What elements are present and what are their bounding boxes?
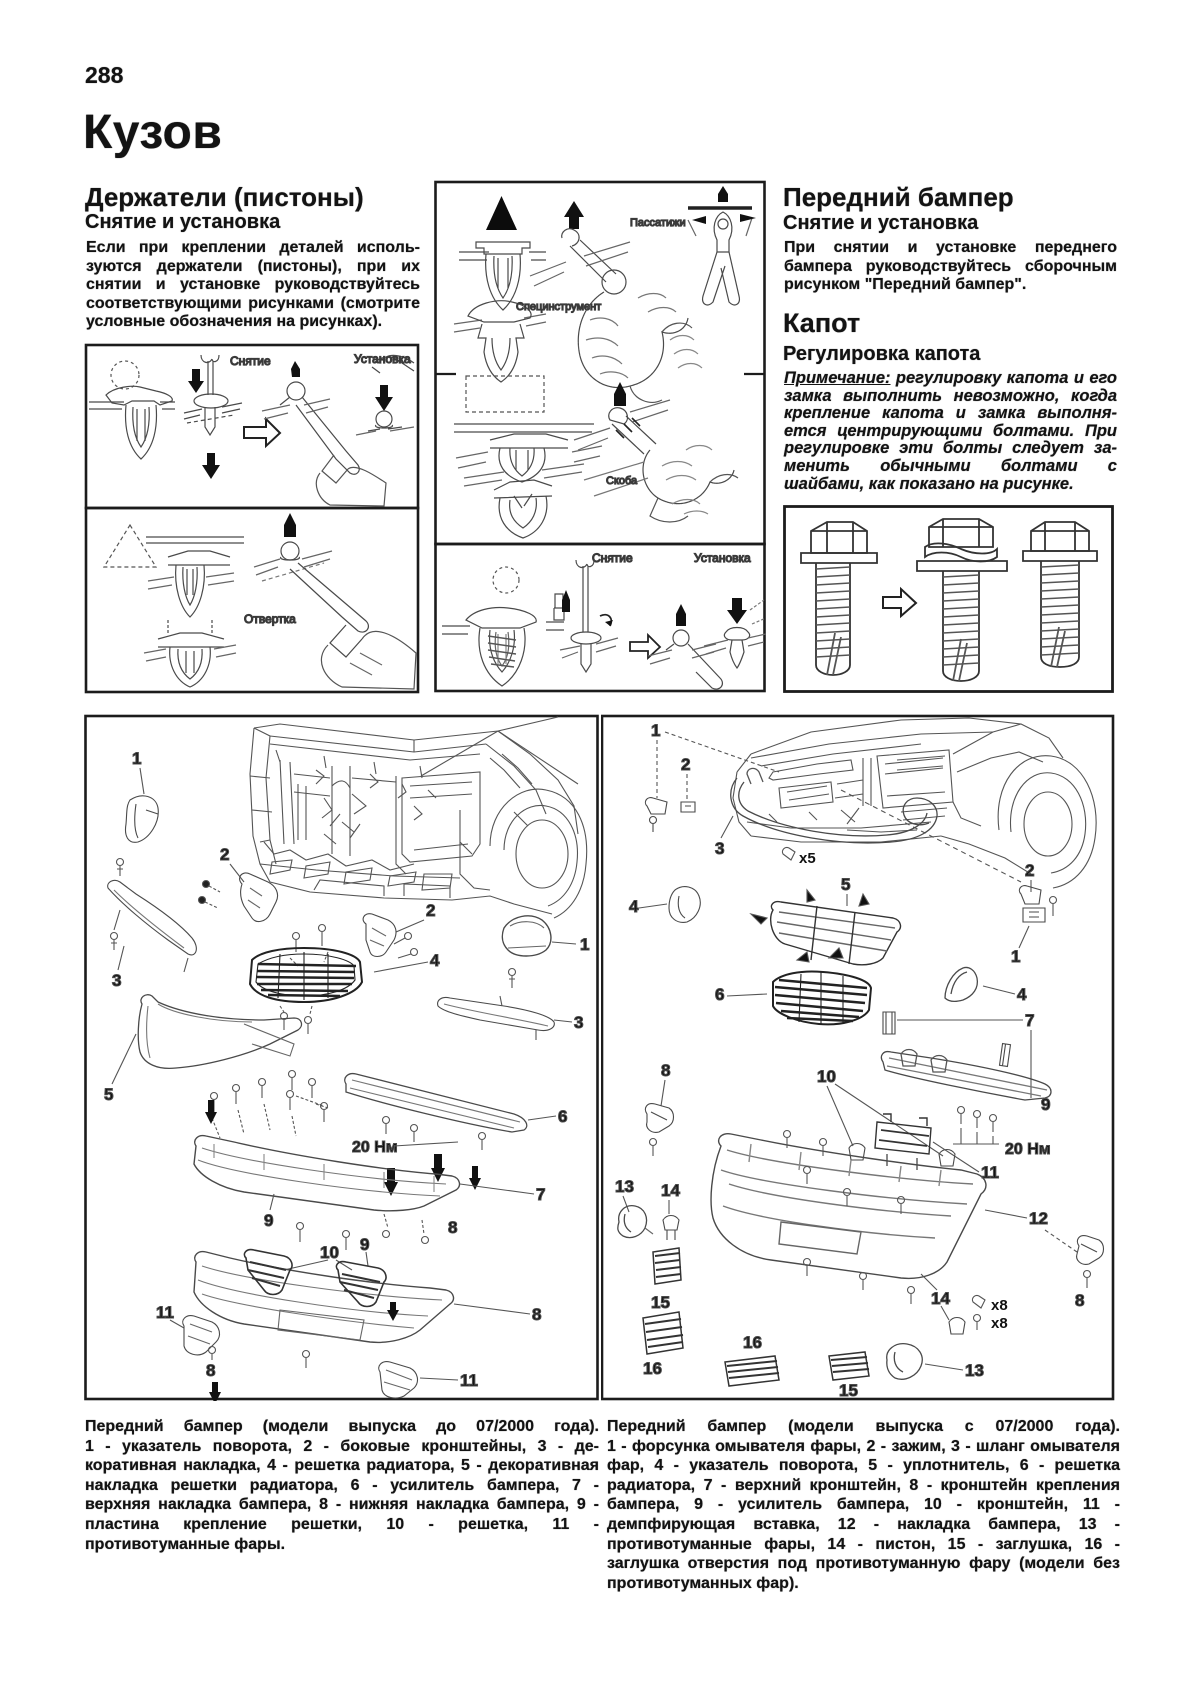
svg-text:Установка: Установка [354, 352, 411, 366]
svg-text:6: 6 [715, 985, 724, 1004]
svg-text:6: 6 [558, 1107, 567, 1126]
svg-text:Установка: Установка [694, 551, 751, 565]
svg-text:8: 8 [206, 1361, 215, 1380]
svg-text:5: 5 [841, 875, 850, 894]
svg-text:15: 15 [839, 1381, 858, 1400]
svg-text:8: 8 [661, 1061, 670, 1080]
svg-text:Отвертка: Отвертка [244, 612, 296, 626]
svg-text:Пассатижи: Пассатижи [630, 217, 686, 229]
svg-text:16: 16 [643, 1359, 662, 1378]
svg-text:4: 4 [629, 897, 639, 916]
svg-text:20 Нм: 20 Нм [352, 1139, 398, 1156]
svg-text:7: 7 [536, 1185, 545, 1204]
svg-text:1: 1 [580, 935, 589, 954]
svg-text:9: 9 [264, 1211, 273, 1230]
svg-text:2: 2 [681, 755, 690, 774]
svg-text:Специнструмент: Специнструмент [516, 301, 601, 313]
svg-text:8: 8 [448, 1218, 457, 1237]
svg-text:х8: х8 [991, 1297, 1008, 1314]
svg-text:4: 4 [1017, 985, 1027, 1004]
svg-text:х8: х8 [991, 1315, 1008, 1332]
svg-text:14: 14 [661, 1181, 680, 1200]
svg-text:10: 10 [320, 1243, 339, 1262]
svg-text:16: 16 [743, 1333, 762, 1352]
svg-text:1: 1 [1011, 947, 1020, 966]
svg-text:8: 8 [1075, 1291, 1084, 1310]
svg-text:3: 3 [715, 839, 724, 858]
svg-text:Снятие: Снятие [230, 354, 271, 368]
svg-text:9: 9 [360, 1235, 369, 1254]
svg-text:11: 11 [981, 1163, 999, 1182]
svg-text:13: 13 [615, 1177, 634, 1196]
svg-text:3: 3 [112, 971, 121, 990]
svg-text:10: 10 [817, 1067, 836, 1086]
svg-text:2: 2 [220, 845, 229, 864]
svg-text:2: 2 [1025, 861, 1034, 880]
svg-text:1: 1 [132, 749, 141, 768]
svg-text:11: 11 [460, 1371, 478, 1390]
svg-text:15: 15 [651, 1293, 670, 1312]
svg-text:х5: х5 [799, 850, 816, 867]
svg-text:1: 1 [651, 721, 660, 740]
svg-text:9: 9 [1041, 1095, 1050, 1114]
svg-text:14: 14 [931, 1289, 950, 1308]
svg-text:Снятие: Снятие [592, 551, 633, 565]
svg-text:7: 7 [1025, 1011, 1034, 1030]
svg-text:5: 5 [104, 1085, 113, 1104]
svg-text:4: 4 [430, 951, 440, 970]
svg-text:8: 8 [532, 1305, 541, 1324]
svg-text:2: 2 [426, 901, 435, 920]
svg-text:3: 3 [574, 1013, 583, 1032]
svg-text:11: 11 [156, 1303, 174, 1322]
svg-text:13: 13 [965, 1361, 984, 1380]
svg-text:12: 12 [1029, 1209, 1048, 1228]
svg-text:Скоба: Скоба [606, 475, 638, 487]
svg-text:20 Нм: 20 Нм [1005, 1141, 1051, 1158]
